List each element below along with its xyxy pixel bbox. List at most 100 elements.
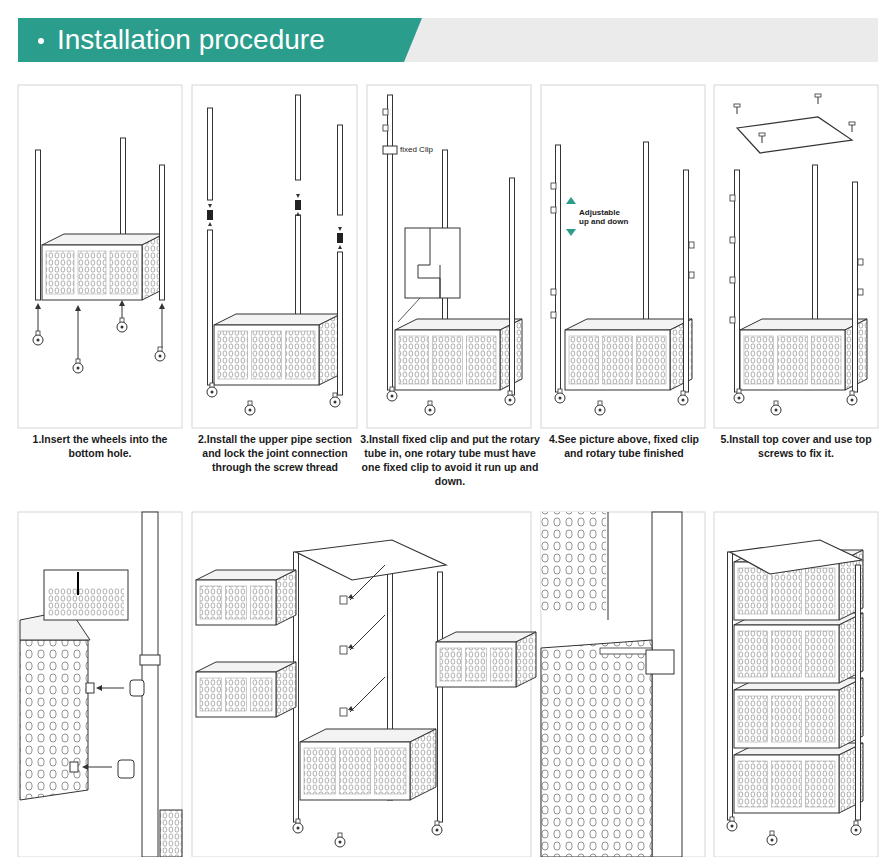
basket-grid: [399, 336, 429, 384]
arrow-head: [348, 706, 354, 711]
basket-grid: [811, 336, 841, 384]
basket-closeup: [541, 640, 652, 857]
pipe: [438, 572, 443, 822]
panel-frame: [541, 512, 705, 857]
wheel: [595, 405, 605, 415]
wheel: [851, 825, 861, 835]
basket-grid: [225, 586, 246, 619]
basket-grid: [78, 251, 106, 294]
wheel: [33, 335, 43, 345]
arrow-line: [78, 310, 79, 360]
joint-connector: [295, 200, 301, 210]
basket-grid: [440, 648, 461, 681]
basket-grid: [200, 586, 221, 619]
arrow-head: [296, 212, 300, 216]
step-caption: 4.See picture above, fixed clip and rota…: [540, 432, 708, 460]
basket-grid: [772, 631, 802, 677]
fixed-clip: [646, 650, 674, 674]
basket-grid: [805, 761, 835, 807]
wheel-hub: [738, 397, 741, 400]
pipe: [338, 125, 343, 215]
arrow-head: [75, 305, 81, 311]
basket-grid: [465, 648, 486, 681]
step-caption: 2.Install the upper pipe section and loc…: [190, 432, 360, 474]
wheel-hub: [509, 399, 512, 402]
wheel: [293, 823, 303, 833]
basket-grid: [225, 678, 246, 711]
basket-grid: [218, 331, 248, 379]
basket-grid: [251, 678, 272, 711]
basket-front: [395, 330, 500, 390]
pipe: [338, 252, 343, 395]
wheel: [767, 835, 777, 845]
screw-head: [815, 94, 821, 97]
pipe: [556, 145, 561, 392]
wheel-hub: [37, 339, 40, 342]
basket-front: [740, 330, 845, 390]
arrow-line: [350, 565, 385, 600]
pipe: [296, 95, 301, 180]
pipe: [36, 150, 41, 300]
basket-front: [214, 325, 319, 385]
wheel: [73, 363, 83, 373]
wheel-hub: [249, 409, 252, 412]
basket-grid: [375, 748, 406, 794]
basket-grid: [744, 336, 774, 384]
wheel-hub: [436, 829, 439, 832]
basket-grid: [805, 631, 835, 677]
basket-grid: [569, 336, 599, 384]
basket-grid: [46, 251, 74, 294]
basket-rim: [600, 648, 652, 654]
joint-connector: [337, 233, 343, 243]
leader-line: [398, 298, 420, 322]
wheel-hub: [211, 391, 214, 394]
panel-frame: [192, 85, 357, 428]
basket-grid: [778, 336, 808, 384]
pipe: [121, 138, 126, 250]
detail-inset: [405, 228, 460, 298]
clip-label: fixed Clip: [400, 145, 460, 154]
fixed-clip: [730, 277, 735, 283]
basket-peg: [70, 762, 78, 772]
fixed-clip: [858, 259, 863, 265]
fixed-clip: [340, 646, 347, 654]
wheel: [847, 395, 857, 405]
wheel: [335, 837, 345, 847]
basket-front: [42, 245, 142, 300]
fixed-clip: [383, 125, 388, 131]
pipe: [652, 512, 682, 857]
pipe: [388, 95, 393, 390]
basket-front: [734, 755, 839, 813]
wheel-hub: [77, 367, 80, 370]
wheel: [505, 395, 515, 405]
pipe: [728, 552, 733, 820]
fixed-clip: [551, 289, 556, 295]
panel-frame: [18, 85, 182, 428]
basket-closeup: [541, 512, 606, 612]
wheel: [678, 395, 688, 405]
step-caption: 5.Install top cover and use top screws t…: [712, 432, 880, 460]
top-cover: [296, 540, 446, 580]
wheel-hub: [775, 409, 778, 412]
basket-peg: [86, 683, 94, 693]
arrow-head: [208, 222, 212, 226]
pipe: [160, 165, 165, 300]
joint-connector: [207, 210, 213, 220]
pipe: [644, 142, 649, 330]
arrow-head: [348, 644, 354, 649]
wheel-hub: [334, 401, 337, 404]
basket-side: [516, 632, 536, 687]
pipe: [208, 230, 213, 385]
wheel-hub: [731, 825, 734, 828]
arrow-head: [338, 245, 342, 249]
basket-grid: [805, 696, 835, 742]
fixed-clip: [858, 289, 863, 295]
arrow-line: [350, 615, 385, 650]
top-cover: [737, 117, 852, 153]
arrow-line: [162, 308, 163, 348]
wheel: [734, 393, 744, 403]
basket-grid: [772, 761, 802, 807]
fixed-clip: [383, 109, 388, 115]
step-caption: 1.Insert the wheels into the bottom hole…: [18, 432, 182, 460]
